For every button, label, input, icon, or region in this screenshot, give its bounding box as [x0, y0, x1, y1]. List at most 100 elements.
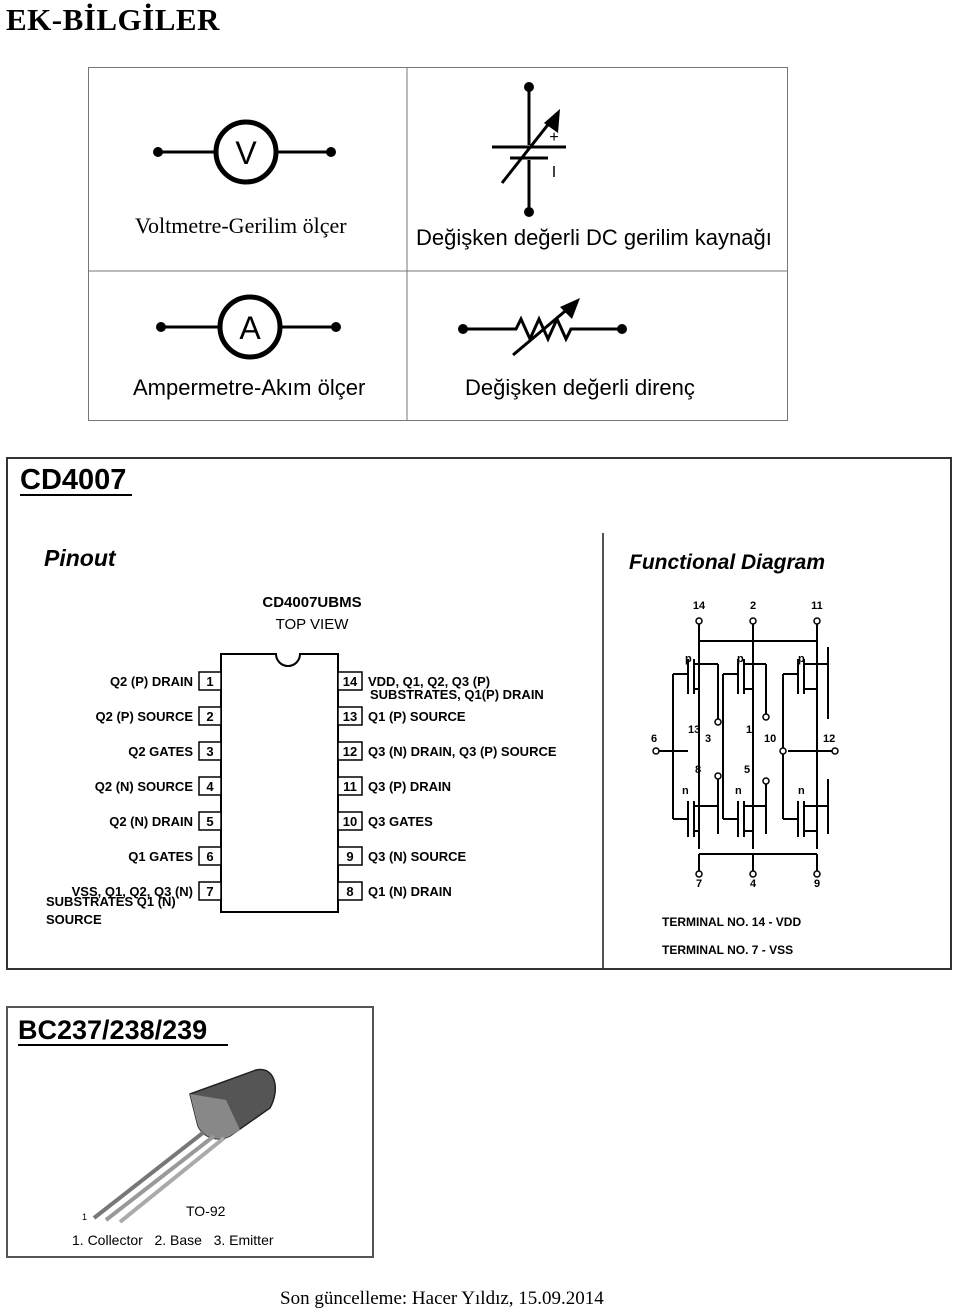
pin-box	[337, 811, 363, 831]
pin-label: Q1 (N) DRAIN	[368, 884, 452, 899]
pin-number: 9	[346, 849, 353, 864]
dc-source-caption: Değişken değerli DC gerilim kaynağı	[416, 225, 772, 250]
pin-number: 5	[206, 814, 213, 829]
fd-side-pin: 13	[688, 724, 700, 736]
fd-top-pin: 14	[693, 600, 706, 612]
chip-view: TOP VIEW	[276, 616, 350, 633]
pin-number: 14	[343, 674, 358, 689]
pin-box	[337, 706, 363, 726]
pin-box	[198, 741, 222, 761]
terminal-note: TERMINAL NO. 14 - VDD	[662, 915, 801, 929]
ammeter-caption: Ampermetre-Akım ölçer	[133, 375, 366, 400]
pin-label: Q2 (P) SOURCE	[95, 709, 193, 724]
pin-label: Q2 (N) SOURCE	[95, 779, 194, 794]
pin-label: Q2 (N) DRAIN	[109, 814, 193, 829]
resistor-caption: Değişken değerli direnç	[465, 375, 695, 400]
fd-top-pin: 11	[811, 600, 823, 612]
pin-label: Q3 GATES	[368, 814, 433, 829]
fd-n-label: n	[735, 785, 742, 797]
dc-source-minus: I	[552, 164, 556, 181]
pin-box	[337, 671, 363, 691]
cd4007-datasheet: CD4007 Pinout Functional Diagram CD4007U…	[6, 457, 952, 970]
ammeter-symbol: A	[156, 294, 341, 360]
pin-label: Q3 (N) DRAIN, Q3 (P) SOURCE	[368, 744, 557, 759]
pin-number: 7	[206, 884, 213, 899]
pinout-title: Pinout	[44, 545, 117, 571]
pin-box	[337, 776, 363, 796]
symbol-drawings: V + I A	[88, 67, 788, 421]
cd4007-heading: CD4007	[20, 464, 126, 496]
page-footer: Son güncelleme: Hacer Yıldız, 15.09.2014	[280, 1288, 604, 1309]
to92-package	[92, 1068, 277, 1224]
pin-number: 2	[206, 709, 213, 724]
pin-label: Q3 (N) SOURCE	[368, 849, 467, 864]
pin-label: Q1 GATES	[128, 849, 193, 864]
fd-p-label: p	[737, 653, 744, 665]
fd-top-pin: 2	[750, 600, 756, 612]
pin-label: Q3 (P) DRAIN	[368, 779, 451, 794]
voltmeter-glyph: V	[235, 135, 257, 171]
pin-number: 8	[346, 884, 353, 899]
ic-package	[220, 653, 339, 913]
fd-bottom-pin: 4	[750, 878, 757, 890]
fd-side-pin: 12	[823, 733, 835, 745]
functional-title: Functional Diagram	[629, 551, 825, 574]
left-pin-column: 1 Q2 (P) DRAIN 2 Q2 (P) SOURCE 3 Q2 GATES 4 Q2 …	[72, 671, 222, 901]
fd-side-pin: 5	[744, 764, 750, 776]
dc-source-plus: +	[549, 129, 558, 146]
fd-side-pin: 3	[705, 733, 711, 745]
terminal-note: TERMINAL NO. 7 - VSS	[662, 943, 793, 957]
bc237-drawing: BC237/238/239 TO-92 1 1. Collector 2. Ba…	[18, 1015, 277, 1248]
pin-box	[198, 881, 222, 901]
pin-number: 4	[206, 779, 214, 794]
pin-number: 3	[206, 744, 213, 759]
pin-one-mark: 1	[82, 1212, 87, 1222]
pin-caption: 1. Collector 2. Base 3. Emitter	[72, 1232, 274, 1248]
pin-box	[337, 846, 363, 866]
bc237-heading: BC237/238/239	[18, 1015, 207, 1045]
pin-label: VDD, Q1, Q2, Q3 (P)	[368, 674, 490, 689]
pin-label: Q2 (P) DRAIN	[110, 674, 193, 689]
pin-label: VSS, Q1, Q2, Q3 (N)	[72, 884, 193, 899]
ammeter-glyph: A	[239, 310, 261, 346]
pin-box	[198, 671, 222, 691]
package-name: TO-92	[186, 1203, 226, 1219]
pin-box	[337, 741, 363, 761]
fd-bottom-pin: 7	[696, 878, 702, 890]
pin-number: 6	[206, 849, 213, 864]
pin-box	[198, 706, 222, 726]
voltmeter-symbol: V	[153, 119, 336, 185]
pin-box	[198, 846, 222, 866]
fd-side-pin: 10	[764, 733, 776, 745]
page-title: EK-BİLGİLER	[6, 2, 220, 37]
fd-n-label: n	[682, 785, 689, 797]
pin-number: 13	[343, 709, 357, 724]
dc-source-symbol: + I	[492, 82, 566, 217]
fd-terminals	[652, 617, 839, 878]
pin-number: 12	[343, 744, 357, 759]
pin-box	[337, 881, 363, 901]
pin-box	[198, 811, 222, 831]
pin7-extra-1: SUBSTRATES Q1 (N)	[46, 894, 176, 909]
fd-side-pin: 8	[695, 764, 701, 776]
bc237-datasheet: BC237/238/239 TO-92 1 1. Collector 2. Ba…	[6, 1006, 374, 1258]
pin-box	[198, 776, 222, 796]
pin-number: 10	[343, 814, 357, 829]
pin14-extra: SUBSTRATES, Q1(P) DRAIN	[370, 687, 544, 702]
symbol-table: V + I A	[88, 67, 788, 421]
fd-side-pin: 1	[746, 724, 752, 736]
variable-resistor-symbol	[458, 298, 627, 357]
pin-number: 11	[343, 779, 357, 794]
fd-p-label: p	[798, 653, 805, 665]
cd4007-drawing: CD4007 Pinout Functional Diagram CD4007U…	[20, 464, 839, 968]
fd-side-pin: 6	[651, 733, 657, 745]
voltmeter-caption: Voltmetre-Gerilim ölçer	[135, 213, 347, 238]
fd-p-label: p	[685, 653, 692, 665]
pin-label: Q2 GATES	[128, 744, 193, 759]
fd-bottom-pin: 9	[814, 878, 820, 890]
chip-name: CD4007UBMS	[262, 594, 361, 611]
pin7-extra-2: SOURCE	[46, 912, 102, 927]
pin-label: Q1 (P) SOURCE	[368, 709, 466, 724]
pin-number: 1	[206, 674, 213, 689]
